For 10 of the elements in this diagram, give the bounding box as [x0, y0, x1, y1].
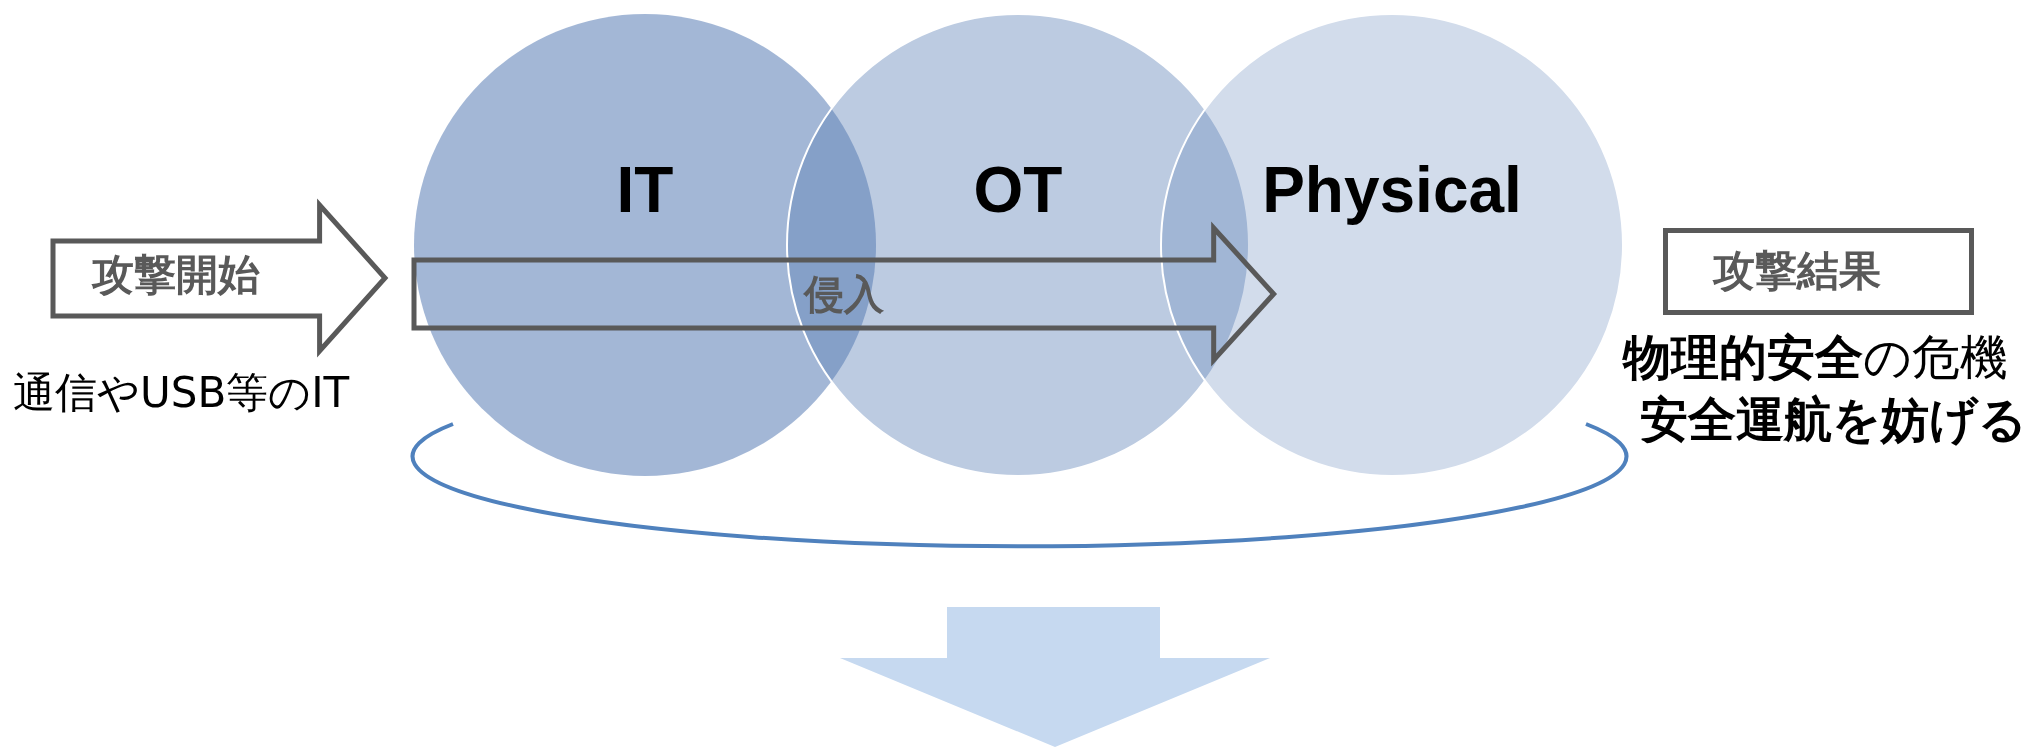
circle-label: IT [616, 153, 674, 227]
caption-text: 物理的安全の危機 [1623, 328, 2008, 387]
circle-label: OT [973, 153, 1063, 227]
block-arrow [411, 221, 1278, 367]
shape-label: 攻撃結果 [1713, 246, 1881, 296]
shape-label: 攻撃開始 [92, 250, 260, 300]
circle-label: Physical [1262, 153, 1522, 227]
caption-text: 通信やUSB等のIT [13, 367, 350, 419]
caption-text: 安全運航を妨げる [1640, 390, 2027, 449]
edge-label: 侵入 [803, 270, 884, 318]
